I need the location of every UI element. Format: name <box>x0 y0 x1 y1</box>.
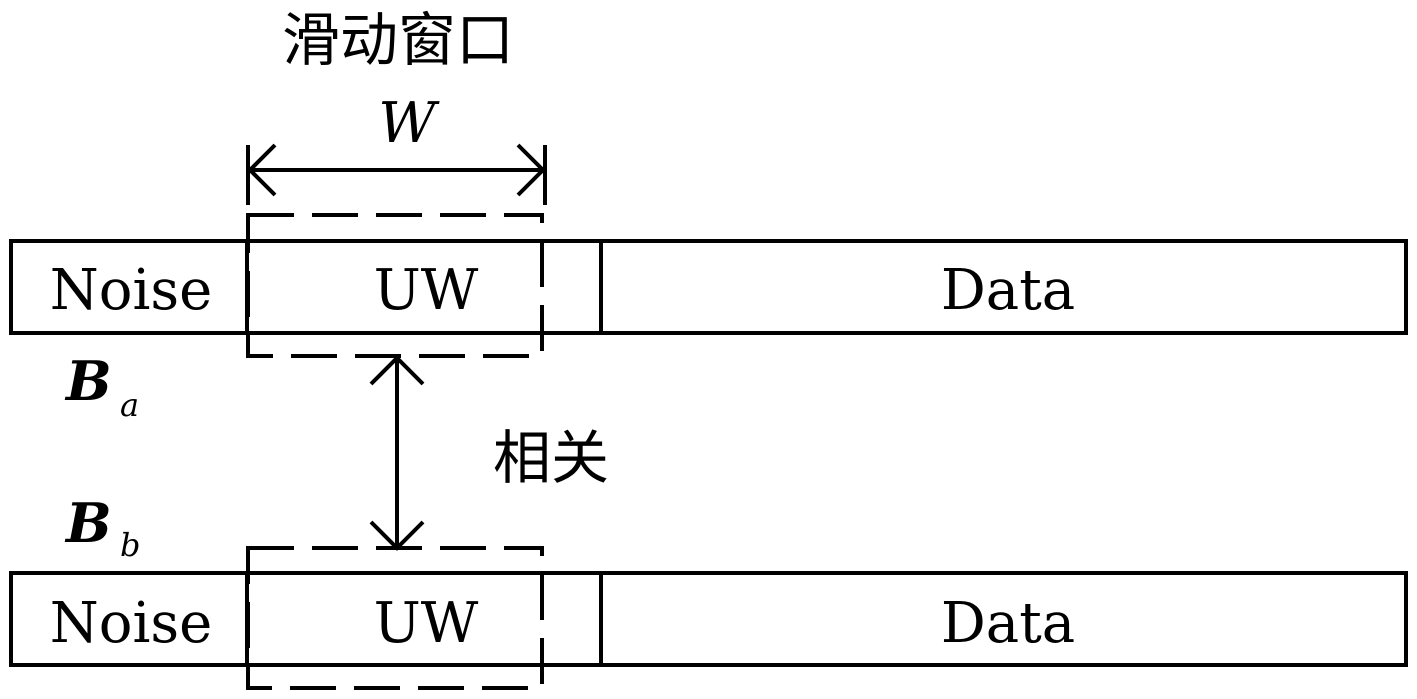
frame-b-symbol: B b <box>64 491 140 564</box>
frame-b-data-label: Data <box>941 591 1075 656</box>
frame-a-symbol: B a <box>64 349 139 424</box>
correlation-arrow <box>369 355 425 551</box>
frame-a-symbol-letter: B <box>64 349 112 413</box>
frame-a-outline <box>9 239 1408 335</box>
frame-b-noise-label: Noise <box>50 591 213 656</box>
frame-a-data-label: Data <box>941 258 1075 323</box>
frame-a: Noise UW Data <box>9 239 1408 335</box>
correlation-label: 相关 <box>493 424 609 492</box>
frame-a-noise-label: Noise <box>50 258 213 323</box>
window-width-symbol: W <box>378 91 440 156</box>
frame-b-uw-label: UW <box>374 591 479 656</box>
frame-b-outline <box>9 571 1408 667</box>
window-width-arrow <box>246 143 547 205</box>
frame-b-symbol-subscript: b <box>120 526 140 564</box>
frame-b: Noise UW Data <box>9 571 1408 667</box>
window-title: 滑动窗口 <box>282 6 514 74</box>
frame-b-sliding-window <box>246 546 544 690</box>
frame-b-symbol-letter: B <box>64 491 112 555</box>
frame-a-uw-label: UW <box>374 258 479 323</box>
frame-a-symbol-subscript: a <box>120 386 139 424</box>
frame-a-sliding-window <box>246 213 544 358</box>
